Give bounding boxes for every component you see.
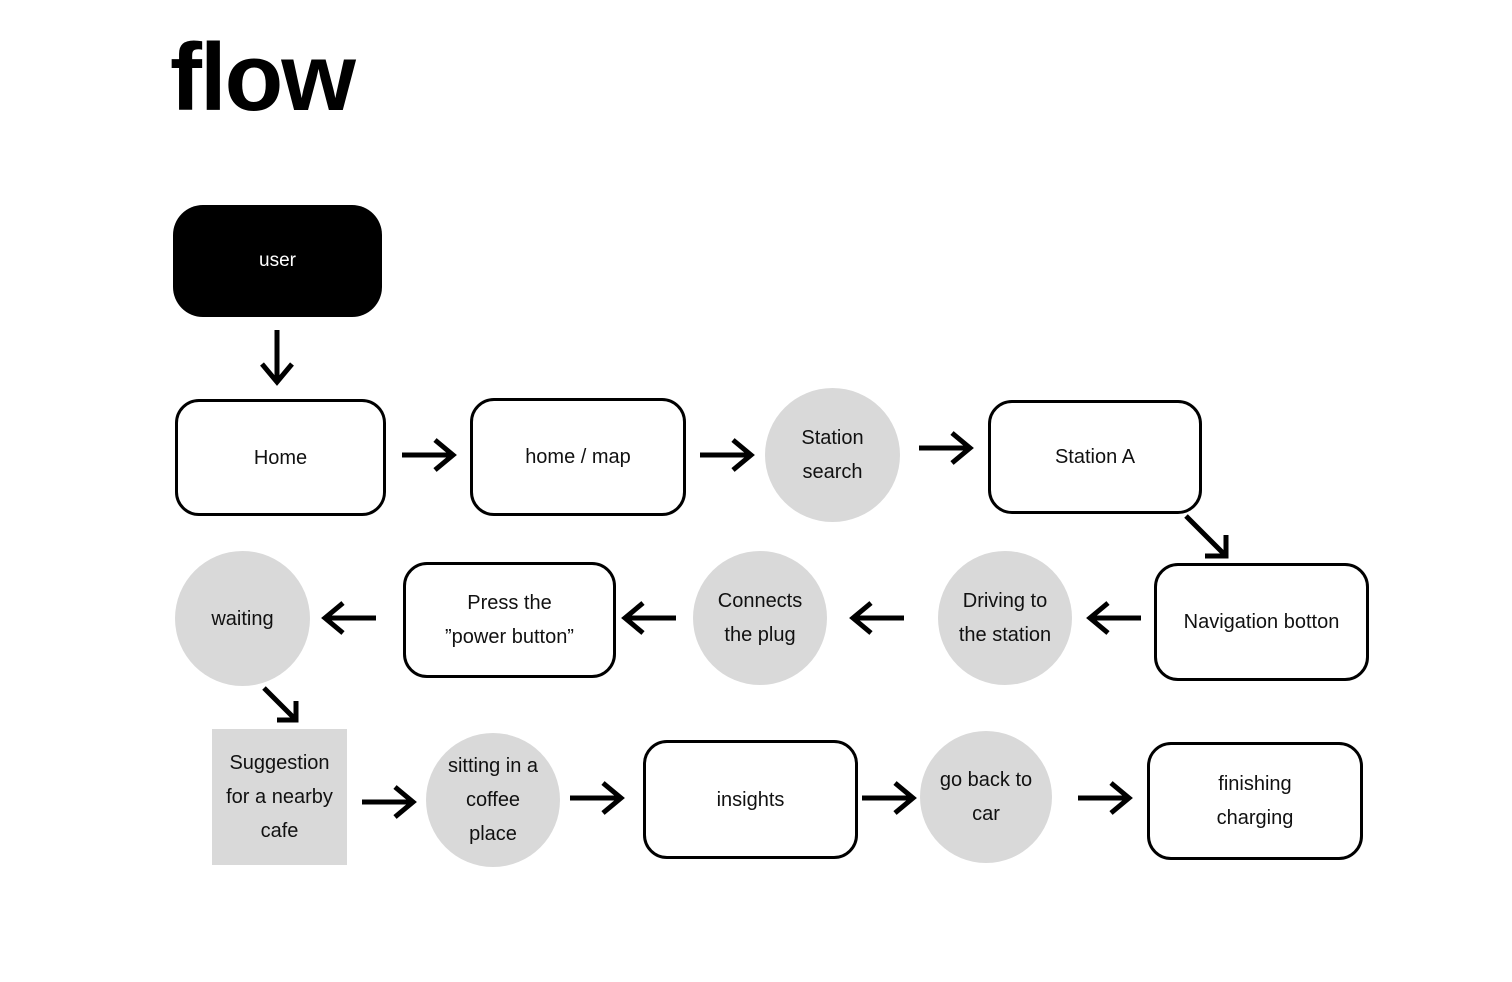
arrow-press-to-waiting — [321, 601, 376, 635]
arrow-navigation-to-driving — [1086, 601, 1141, 635]
node-suggestion-line3: cafe — [260, 820, 299, 842]
node-go-back: go back to car — [920, 731, 1052, 863]
node-station-search-line1: Station — [801, 427, 864, 449]
node-connects: Connects the plug — [693, 551, 827, 685]
node-home-map-label: home / map — [525, 446, 631, 468]
node-connects-line1: Connects — [717, 590, 803, 612]
node-navigation-botton-label: Navigation botton — [1183, 611, 1340, 633]
node-go-back-line1: go back to — [939, 769, 1033, 791]
node-finishing-line2: charging — [1216, 807, 1294, 829]
node-waiting: waiting — [175, 551, 310, 686]
node-station-search-line2: search — [802, 461, 863, 483]
node-coffee-line3: place — [469, 823, 517, 845]
node-coffee: sitting in a coffee place — [426, 733, 560, 867]
node-waiting-label: waiting — [211, 607, 274, 630]
arrow-insights-to-go-back — [862, 781, 917, 815]
node-coffee-line2: coffee — [465, 789, 521, 811]
arrow-coffee-to-insights — [570, 781, 625, 815]
arrow-station-a-to-navigation — [1184, 514, 1229, 559]
arrow-go-back-to-finishing — [1078, 781, 1133, 815]
node-station-a: Station A — [988, 400, 1202, 514]
node-navigation-botton: Navigation botton — [1154, 563, 1369, 681]
node-home-label: Home — [253, 446, 308, 469]
node-press-power: Press the ”power button” — [403, 562, 616, 678]
node-insights: insights — [643, 740, 858, 859]
page-title: flow — [170, 24, 356, 131]
node-home-map: home / map — [470, 398, 686, 516]
node-press-power-line1: Press the — [467, 592, 552, 614]
node-driving-line2: the station — [958, 624, 1052, 646]
node-finishing: finishing charging — [1147, 742, 1363, 860]
node-press-power-line2: ”power button” — [445, 626, 574, 648]
node-driving: Driving to the station — [938, 551, 1072, 685]
arrow-driving-to-connects — [849, 601, 904, 635]
node-suggestion: Suggestion for a nearby cafe — [212, 729, 347, 865]
node-go-back-line2: car — [972, 803, 1000, 825]
arrow-user-to-home — [260, 330, 294, 386]
node-insights-label: insights — [716, 788, 785, 811]
node-user: user — [173, 205, 382, 317]
arrow-suggestion-to-coffee — [362, 785, 417, 819]
node-home: Home — [175, 399, 386, 516]
arrow-home-map-to-station-search — [700, 438, 755, 472]
arrow-station-search-to-station-a — [919, 431, 974, 465]
node-connects-line2: the plug — [724, 624, 796, 646]
node-station-search: Station search — [765, 388, 900, 522]
arrow-connects-to-press — [621, 601, 676, 635]
node-driving-line1: Driving to — [962, 590, 1048, 612]
node-station-a-label: Station A — [1054, 446, 1136, 468]
arrow-home-to-home-map — [402, 438, 457, 472]
node-suggestion-line1: Suggestion — [229, 752, 330, 774]
arrow-waiting-to-suggestion — [262, 686, 299, 723]
node-suggestion-line2: for a nearby — [226, 786, 333, 808]
node-user-label: user — [259, 250, 296, 271]
node-coffee-line1: sitting in a — [447, 755, 539, 777]
node-finishing-line1: finishing — [1218, 773, 1292, 795]
